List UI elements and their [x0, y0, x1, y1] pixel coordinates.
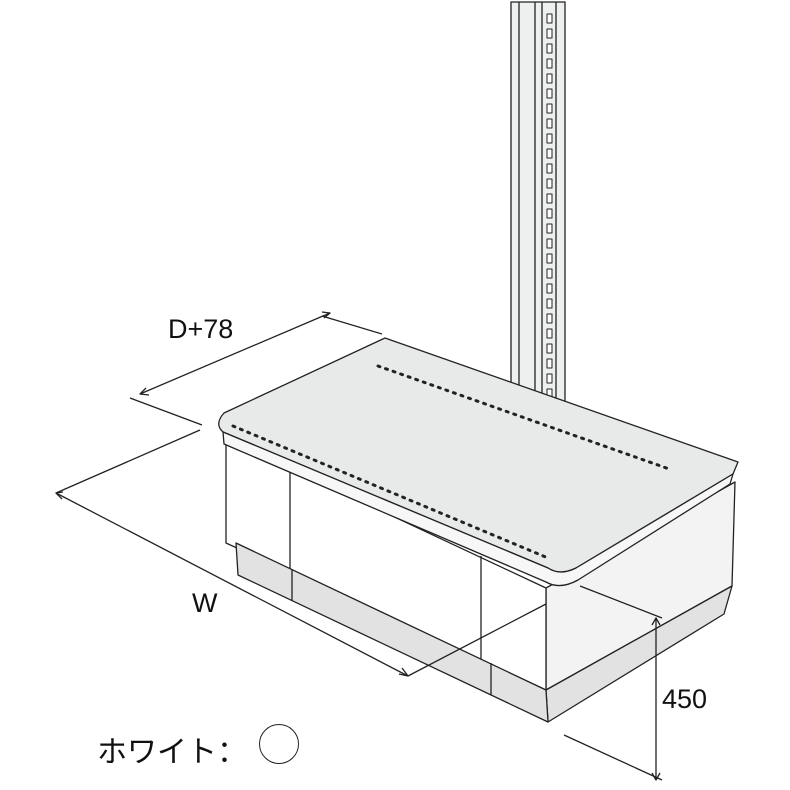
hole-row-front	[231, 424, 550, 560]
upright-slot	[546, 283, 553, 294]
upright-slot	[546, 88, 553, 99]
upright-slot	[546, 178, 553, 189]
color-legend-label: ホワイト：	[97, 736, 247, 769]
upright-slot	[546, 103, 553, 114]
upright-slot	[546, 163, 553, 174]
upright-slot	[546, 13, 553, 24]
shelf-board-edge	[222, 431, 734, 587]
upright-slot	[546, 148, 553, 159]
upright-slot	[546, 208, 553, 219]
upright-slot	[546, 73, 553, 84]
depth-dimension	[129, 311, 383, 426]
upright-slot	[546, 43, 553, 54]
width-dimension	[55, 429, 547, 677]
depth-dimension-label: D+78	[168, 314, 234, 344]
upright-slots	[546, 13, 553, 399]
upright-slot	[546, 58, 553, 69]
upright-slot	[546, 253, 553, 264]
upright-slot	[546, 373, 553, 384]
upright-slot	[546, 298, 553, 309]
height-dimension	[563, 585, 663, 781]
width-dimension-label: W	[192, 588, 218, 618]
upright-slot	[546, 328, 553, 339]
upright-slot	[546, 28, 553, 39]
upright-slot	[546, 223, 553, 234]
upright-slot	[546, 133, 553, 144]
white-color-swatch	[259, 724, 299, 764]
upright-slot	[546, 358, 553, 369]
upright-slot	[546, 343, 553, 354]
front-plinth	[235, 542, 549, 723]
upright-slot	[546, 268, 553, 279]
upright-slot	[546, 193, 553, 204]
upright-slot	[546, 238, 553, 249]
upright-slot	[546, 313, 553, 324]
upright-slot	[546, 118, 553, 129]
height-dimension-label: 450	[662, 684, 708, 714]
upright-post	[510, 1, 566, 418]
